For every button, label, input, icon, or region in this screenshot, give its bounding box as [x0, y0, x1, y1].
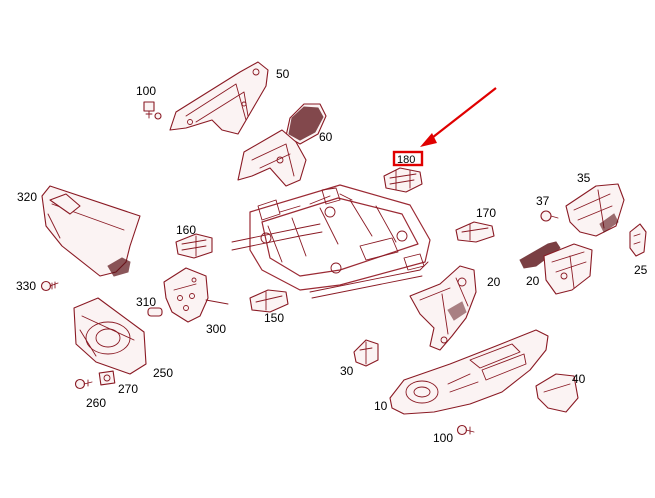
label-300[interactable]: 300	[206, 322, 226, 336]
part-35[interactable]	[565, 183, 625, 237]
label-320[interactable]: 320	[17, 190, 37, 204]
part-150-clip[interactable]	[249, 289, 289, 313]
bolt-100-bottom[interactable]	[456, 424, 475, 436]
label-150[interactable]: 150	[264, 311, 284, 325]
seat-frame[interactable]	[231, 184, 431, 299]
highlight-callout	[392, 87, 497, 167]
label-310[interactable]: 310	[136, 295, 156, 309]
label-270[interactable]: 270	[118, 382, 138, 396]
part-160-clip[interactable]	[175, 233, 213, 259]
screw-260[interactable]	[74, 378, 93, 390]
label-100-bottom[interactable]: 100	[433, 431, 453, 445]
screw-330[interactable]	[40, 280, 59, 292]
label-60[interactable]: 60	[319, 130, 333, 144]
part-40[interactable]	[535, 373, 579, 413]
label-10[interactable]: 10	[374, 399, 388, 413]
washer-270[interactable]	[98, 370, 116, 386]
label-35[interactable]: 35	[577, 171, 591, 185]
label-37[interactable]: 37	[536, 194, 550, 208]
label-100-top[interactable]: 100	[136, 84, 156, 98]
highlight-box-180[interactable]	[392, 150, 424, 167]
part-180-clip[interactable]	[383, 167, 423, 193]
part-320[interactable]	[41, 185, 141, 277]
part-310-pin[interactable]	[147, 307, 163, 317]
label-170[interactable]: 170	[476, 206, 496, 220]
part-10[interactable]	[389, 329, 549, 415]
part-60[interactable]	[237, 103, 327, 187]
part-250[interactable]	[73, 297, 147, 375]
label-20-upper[interactable]: 20	[526, 274, 540, 288]
part-20-middle[interactable]	[409, 265, 477, 351]
label-30[interactable]: 30	[340, 364, 354, 378]
part-300[interactable]	[163, 267, 229, 323]
label-330[interactable]: 330	[16, 279, 36, 293]
label-260[interactable]: 260	[86, 396, 106, 410]
label-50[interactable]: 50	[276, 67, 290, 81]
part-20-upper[interactable]	[519, 241, 593, 295]
bolt-100-top[interactable]	[143, 101, 162, 120]
screw-37[interactable]	[540, 210, 559, 222]
label-40[interactable]: 40	[572, 372, 586, 386]
label-180[interactable]: 180	[397, 154, 415, 166]
part-170-clip[interactable]	[455, 221, 495, 243]
part-30[interactable]	[353, 339, 379, 367]
part-25[interactable]	[629, 223, 647, 257]
part-50[interactable]	[169, 61, 269, 135]
label-160[interactable]: 160	[176, 223, 196, 237]
label-25[interactable]: 25	[634, 263, 648, 277]
label-250[interactable]: 250	[153, 366, 173, 380]
label-20-middle[interactable]: 20	[487, 275, 501, 289]
